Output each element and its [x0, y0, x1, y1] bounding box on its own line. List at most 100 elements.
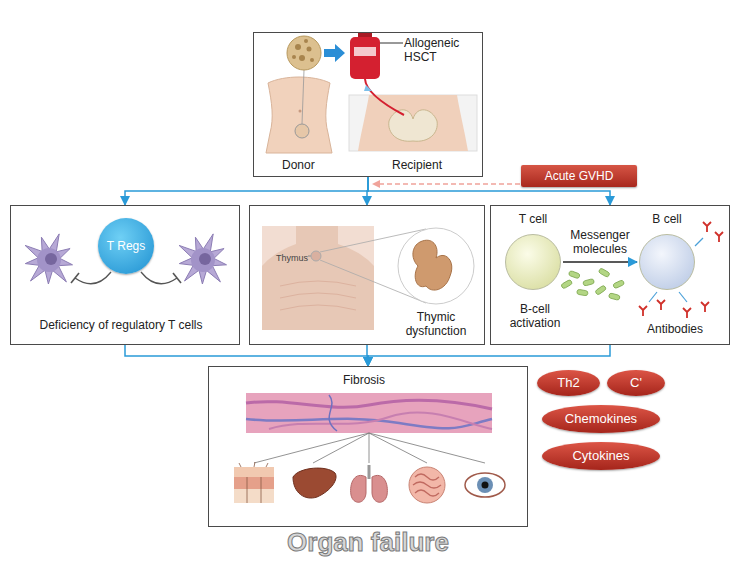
illustration-shape: [311, 251, 321, 261]
illustration-shape: [613, 280, 625, 289]
illustration-shape: [295, 124, 309, 138]
outcome-heading: Organ failure: [208, 527, 528, 557]
illustration-shape: [313, 433, 369, 463]
node-text: Recipient: [392, 158, 442, 172]
illustration-shape: [280, 281, 356, 310]
illustration-shape: [191, 248, 215, 272]
illustration-shape: [349, 95, 477, 151]
mechanism-panel: Deficiency of regulatory T cellsT Regs: [10, 205, 240, 345]
node-text: B cell: [637, 212, 697, 226]
illustration-shape: [71, 273, 79, 283]
illustration-shape: [246, 393, 492, 433]
illustration-shape: [358, 95, 468, 151]
illustration-shape: [701, 302, 709, 312]
illustration-shape: [287, 36, 321, 70]
mechanism-panel: ThymusThymic dysfunction: [249, 205, 485, 345]
illustration-shape: [679, 292, 687, 302]
illustration-shape: [234, 489, 274, 503]
shape-label: Chemokines: [565, 412, 637, 426]
illustration-shape: [369, 433, 427, 463]
connector: [125, 345, 368, 366]
illustration-shape: [329, 395, 337, 431]
dashed-pointer: [378, 183, 520, 185]
illustration-shape: [365, 79, 404, 115]
outcome-panel: Fibrosis: [208, 366, 528, 527]
illustration-shape: [657, 300, 665, 310]
illustration-shape: [350, 37, 380, 79]
illustration-shape: [324, 44, 345, 62]
illustration-shape: [304, 39, 308, 43]
illustration-shape: [310, 58, 314, 62]
illustration-shape: [246, 400, 492, 409]
illustration-shape: [295, 44, 301, 50]
illustration-shape: [695, 238, 703, 246]
illustration-shape: [595, 285, 607, 295]
pointer-head: [372, 180, 380, 188]
input-panel: Allogeneic HSCTDonorRecipient: [253, 32, 483, 177]
node-text: Deficiency of regulatory T cells: [6, 318, 236, 332]
illustration-shape: [299, 55, 305, 61]
illustration-shape: [254, 433, 369, 463]
illustration-shape: [482, 482, 489, 489]
illustration-shape: [354, 47, 376, 56]
illustration-shape: [598, 268, 610, 278]
illustration-shape: [141, 272, 177, 284]
illustration-shape: [389, 110, 438, 141]
illustration-shape: [351, 475, 366, 502]
cell-node: B cell: [637, 210, 697, 294]
illustration-shape: [369, 433, 370, 463]
illustration-shape: [45, 253, 57, 265]
illustration-shape: [262, 226, 374, 330]
shape-label: Cytokines: [572, 449, 629, 463]
illustration-shape: [307, 47, 312, 52]
edge-label: Messenger molecules: [563, 228, 637, 256]
illustration-shape: [409, 467, 445, 503]
illustration-shape: [477, 477, 493, 493]
illustration-shape: [199, 253, 211, 265]
illustration-shape: [292, 55, 296, 59]
shape-label: C': [630, 376, 642, 390]
illustration-shape: [683, 308, 691, 318]
shape-label: T Regs: [107, 239, 145, 253]
shape-label: Acute GVHD: [545, 169, 614, 183]
illustration-shape: [583, 279, 595, 287]
illustration-shape: [246, 419, 492, 428]
illustration-shape: [173, 273, 181, 283]
illustration-shape: [269, 412, 492, 429]
mediator-oval: Th2: [537, 370, 600, 396]
illustration-shape: [302, 70, 304, 124]
cell-node: T cell: [503, 210, 563, 294]
illustration-shape: [37, 248, 61, 272]
illustration-drawing: [209, 367, 529, 528]
node-text: Thymus: [272, 251, 308, 265]
illustration-shape: [465, 473, 505, 497]
mediator-oval: C': [607, 370, 665, 396]
illustration-shape: [639, 306, 647, 316]
node-text: B-cell activation: [493, 302, 577, 330]
illustration-shape: [299, 110, 302, 113]
trigger-box: Acute GVHD: [521, 165, 637, 187]
illustration-shape: [293, 468, 336, 498]
illustration-shape: [364, 85, 372, 91]
illustration-shape: [25, 234, 72, 284]
illustration-shape: [413, 474, 441, 496]
illustration-shape: [608, 293, 620, 301]
cell-circle: [639, 234, 695, 290]
connector: [125, 177, 368, 205]
node-text: Allogeneic HSCT: [404, 36, 479, 64]
illustration-shape: [266, 77, 332, 153]
illustration-shape: [239, 462, 268, 503]
node-text: Fibrosis: [204, 373, 524, 387]
illustration: [209, 367, 529, 532]
illustration-shape: [568, 270, 580, 278]
illustration-drawing: [254, 33, 484, 178]
connector: [368, 345, 610, 366]
illustration-shape: [561, 279, 573, 289]
connector: [563, 261, 637, 263]
illustration-shape: [234, 467, 274, 477]
node-text: T cell: [503, 212, 563, 226]
mediator-oval: Chemokines: [542, 405, 660, 433]
illustration-shape: [75, 272, 111, 284]
mechanism-panel: B-cell activationAntibodiesT cellB cell: [490, 205, 730, 345]
